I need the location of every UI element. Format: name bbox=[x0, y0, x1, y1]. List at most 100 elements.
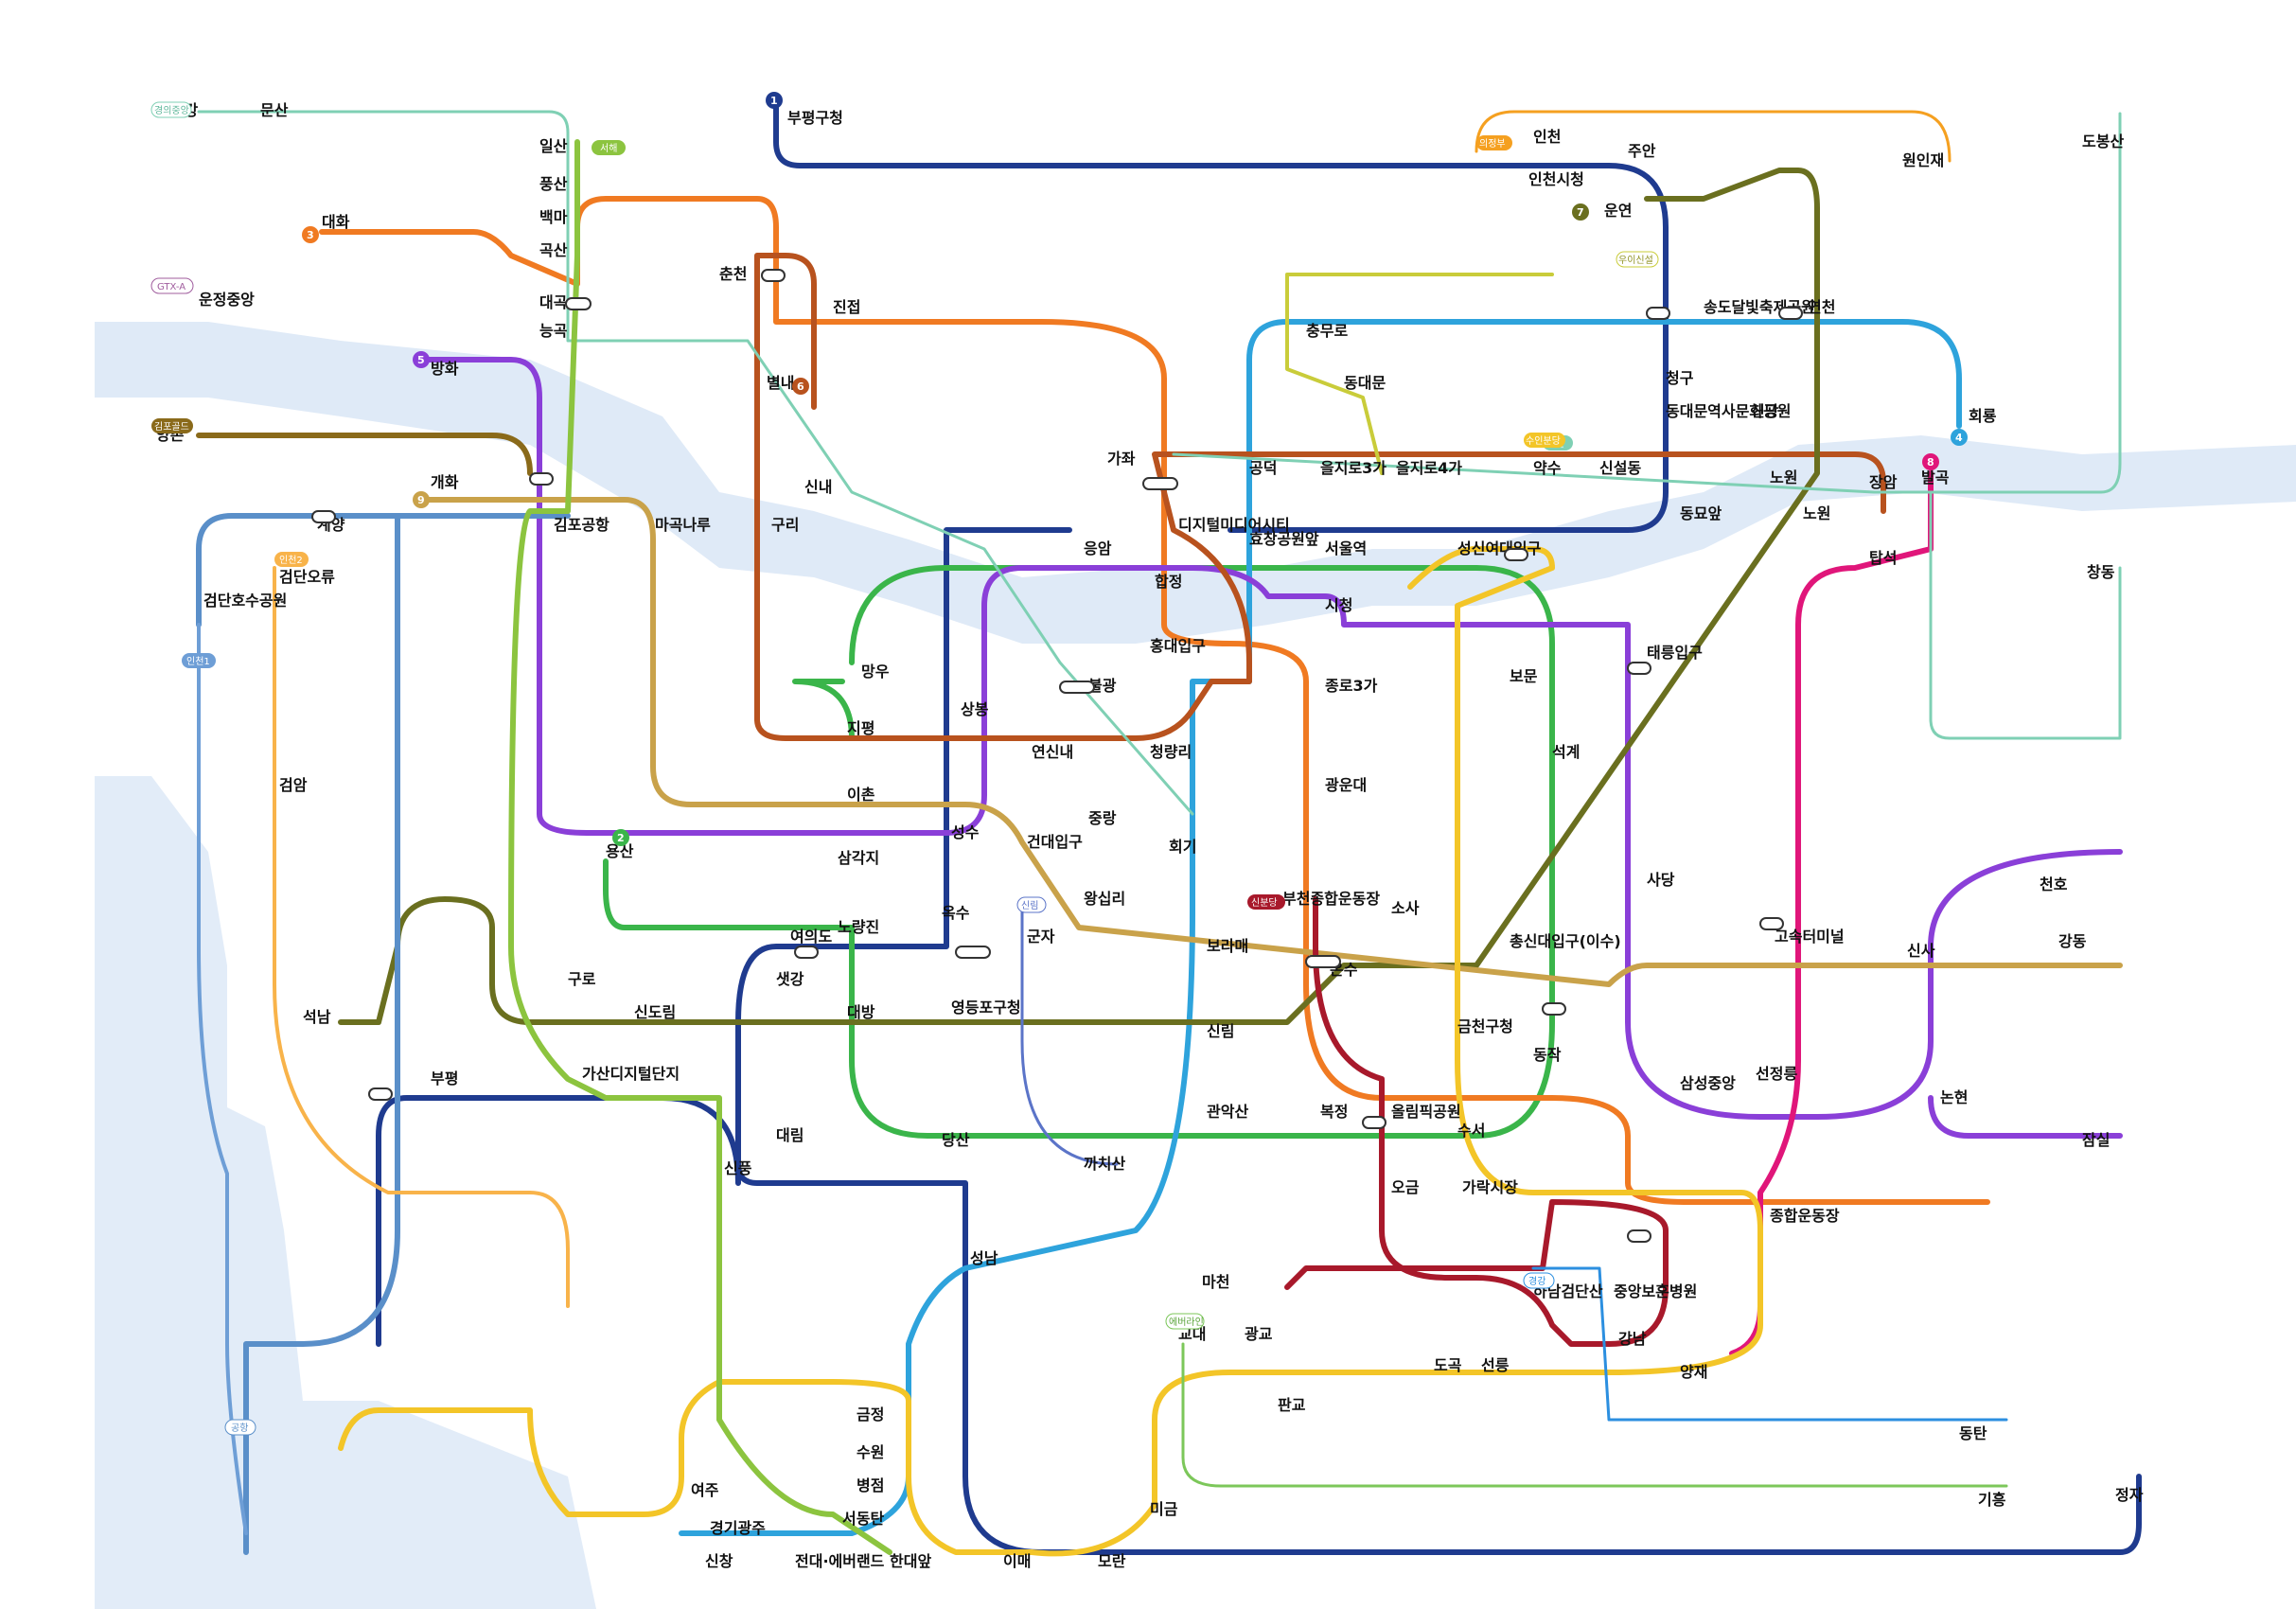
tag-gimpo-gold[interactable] bbox=[151, 418, 193, 433]
station-label-sillim[interactable]: 당산 bbox=[942, 1131, 970, 1149]
station-label-yeonsinnae[interactable]: 춘천 bbox=[719, 265, 747, 283]
station-label-unjeong-jungang[interactable]: 운정중앙 bbox=[199, 291, 255, 309]
tag-gtx-a[interactable] bbox=[150, 277, 194, 294]
station-label-bupyeong[interactable]: 부평 bbox=[431, 1070, 458, 1087]
station-label-sinchang[interactable]: 정자 bbox=[2115, 1486, 2144, 1504]
station-label-bomun[interactable]: 동대문 bbox=[1344, 374, 1386, 392]
station-label-gajwa[interactable]: 신내 bbox=[804, 478, 832, 496]
station-label-singil[interactable]: 옥수 bbox=[942, 904, 970, 922]
station-label-boramae[interactable]: 영등포구청 bbox=[951, 999, 1021, 1017]
station-label-gwanggyo[interactable]: 마천 bbox=[1202, 1273, 1229, 1291]
station-label-oksu[interactable]: 광운대 bbox=[1325, 776, 1367, 794]
station-label-sindorim[interactable]: 노량진 bbox=[838, 918, 879, 936]
station-label-everland[interactable]: 기흥 bbox=[1978, 1491, 2006, 1509]
station-label-cityhall[interactable]: 응암 bbox=[1084, 539, 1112, 557]
station-label-balgok[interactable]: 인천 bbox=[1533, 128, 1561, 146]
station-label-dongmyo[interactable]: 을지로3가 bbox=[1320, 459, 1386, 477]
station-label-geomdan-oryu[interactable]: 검단오류 bbox=[279, 568, 335, 586]
station-label-byeongjeom[interactable]: 모란 bbox=[1098, 1552, 1126, 1570]
station-label-daebang[interactable]: 군자 bbox=[1027, 928, 1055, 946]
transfer-marker[interactable] bbox=[565, 297, 592, 310]
station-label-seokgye[interactable]: 동대문역사문화공원 bbox=[1666, 402, 1791, 420]
station-label-jipyeong[interactable]: 창동 bbox=[2087, 563, 2115, 581]
transfer-marker[interactable] bbox=[1759, 917, 1784, 930]
station-label-banghwa[interactable]: 방화 bbox=[431, 360, 459, 378]
badge-line-5[interactable] bbox=[413, 351, 430, 368]
station-label-tapseok[interactable]: 원인재 bbox=[1902, 151, 1944, 169]
station-label-jamsil[interactable]: 총신대입구(이수) bbox=[1510, 932, 1621, 950]
station-label-seodongtan[interactable]: 미금 bbox=[1150, 1500, 1178, 1518]
station-label-jungang[interactable]: 수원 bbox=[857, 1443, 884, 1461]
station-label-yeouido[interactable]: 성수 bbox=[951, 823, 980, 841]
tag-suin-bundang[interactable] bbox=[1524, 433, 1565, 448]
station-label-gaehwa[interactable]: 개화 bbox=[431, 473, 459, 491]
station-label-geomam[interactable]: 검암 bbox=[279, 776, 308, 794]
station-label-yaksu[interactable]: 종로3가 bbox=[1325, 677, 1378, 695]
station-label-ilsan[interactable]: 일산 bbox=[539, 137, 568, 155]
tag-seohae[interactable] bbox=[592, 140, 626, 155]
transfer-marker[interactable] bbox=[1059, 681, 1095, 694]
station-label-seolleung[interactable]: 수서 bbox=[1457, 1122, 1485, 1140]
station-label-gunja[interactable]: 태릉입구 bbox=[1647, 644, 1703, 662]
station-label-moran[interactable]: 양재 bbox=[1680, 1363, 1707, 1381]
transfer-marker[interactable] bbox=[1778, 307, 1803, 320]
station-label-yangjae[interactable]: 오금 bbox=[1391, 1178, 1420, 1196]
badge-line-4[interactable] bbox=[1951, 429, 1968, 446]
station-label-pungsan[interactable]: 풍산 bbox=[539, 175, 568, 193]
station-label-euljiro3ga[interactable]: 합정 bbox=[1155, 573, 1182, 591]
badge-line-2[interactable] bbox=[612, 829, 629, 846]
badge-line-1[interactable] bbox=[766, 92, 783, 109]
station-label-goksan[interactable]: 곡산 bbox=[539, 241, 568, 259]
tag-sillim[interactable] bbox=[1016, 896, 1047, 913]
station-label-suwon[interactable]: 이매 bbox=[1003, 1552, 1031, 1570]
station-label-dangsan[interactable]: 이촌 bbox=[847, 786, 875, 804]
station-label-singil-oncheon[interactable]: 신창 bbox=[705, 1552, 733, 1570]
station-label-saetgang[interactable]: 건대입구 bbox=[1027, 833, 1083, 851]
station-label-gwanaksan[interactable]: 까치산 bbox=[1084, 1155, 1125, 1173]
station-label-seongnam[interactable]: 중앙보훈병원 bbox=[1614, 1282, 1697, 1300]
badge-line-6[interactable] bbox=[792, 378, 809, 395]
station-label-jongno3ga[interactable]: 가좌 bbox=[1107, 450, 1136, 468]
station-label-guro[interactable]: 여의도 bbox=[790, 928, 832, 946]
station-label-bulgwang[interactable]: 진접 bbox=[833, 298, 860, 316]
tag-gyeongui[interactable] bbox=[150, 101, 192, 118]
tag-incheon2[interactable] bbox=[274, 552, 309, 567]
station-label-magoknaru[interactable]: 마곡나루 bbox=[655, 516, 711, 534]
badge-line-3[interactable] bbox=[302, 226, 319, 243]
station-label-konkuk[interactable]: 석계 bbox=[1552, 743, 1580, 761]
station-label-chuncheon[interactable]: 도봉산 bbox=[2082, 133, 2124, 150]
station-label-gangnam[interactable]: 올림픽공원 bbox=[1391, 1103, 1461, 1121]
station-label-oido[interactable]: 여주 bbox=[691, 1481, 719, 1499]
tag-gyeonggang[interactable] bbox=[1523, 1272, 1555, 1289]
station-label-onsu[interactable]: 신도림 bbox=[634, 1003, 676, 1021]
transfer-marker[interactable] bbox=[529, 472, 554, 486]
station-label-jeongja[interactable]: 선릉 bbox=[1481, 1356, 1510, 1374]
station-label-eungam[interactable]: 별내 bbox=[767, 374, 794, 392]
transfer-marker[interactable] bbox=[1142, 477, 1178, 490]
tag-everline[interactable] bbox=[1165, 1313, 1205, 1330]
badge-line-8[interactable] bbox=[1922, 453, 1939, 470]
station-label-ogeum[interactable]: 논현 bbox=[1940, 1088, 1968, 1106]
station-label-nowon[interactable]: 연천 bbox=[1808, 298, 1835, 316]
station-label-munsan[interactable]: 문산 bbox=[260, 101, 289, 119]
tag-incheon1[interactable] bbox=[182, 653, 216, 668]
transfer-marker[interactable] bbox=[1627, 662, 1651, 675]
station-label-sinseoldong[interactable]: 을지로4가 bbox=[1396, 459, 1462, 477]
station-label-guseong[interactable]: 광교 bbox=[1245, 1325, 1273, 1343]
station-label-gasan[interactable]: 샛강 bbox=[776, 970, 804, 988]
station-label-gwangmyeong[interactable]: 신풍 bbox=[724, 1159, 752, 1177]
station-label-olympic-park[interactable]: 신사 bbox=[1907, 942, 1935, 960]
station-label-wangsimni[interactable]: 성신여대입구 bbox=[1457, 539, 1542, 557]
station-label-bucheon-stadium[interactable]: 구로 bbox=[568, 970, 596, 988]
station-label-guri[interactable]: 탑석 bbox=[1869, 549, 1897, 567]
station-label-veterans-hospital[interactable]: 강동 bbox=[2058, 932, 2087, 950]
station-label-hongik[interactable]: 망우 bbox=[861, 663, 890, 681]
station-label-cheonho[interactable]: 사당 bbox=[1647, 871, 1675, 889]
station-label-dongdaemun[interactable]: 공덕 bbox=[1249, 459, 1277, 477]
station-label-giheung[interactable]: 교대 bbox=[1178, 1325, 1206, 1343]
transfer-marker[interactable] bbox=[311, 510, 336, 523]
station-label-geumjeong[interactable]: 성남 bbox=[970, 1249, 998, 1267]
transfer-marker[interactable] bbox=[368, 1087, 393, 1101]
station-label-jeongwang[interactable]: 경기광주 bbox=[710, 1519, 766, 1537]
station-label-hoeryong[interactable]: 인천시청 bbox=[1528, 170, 1584, 188]
